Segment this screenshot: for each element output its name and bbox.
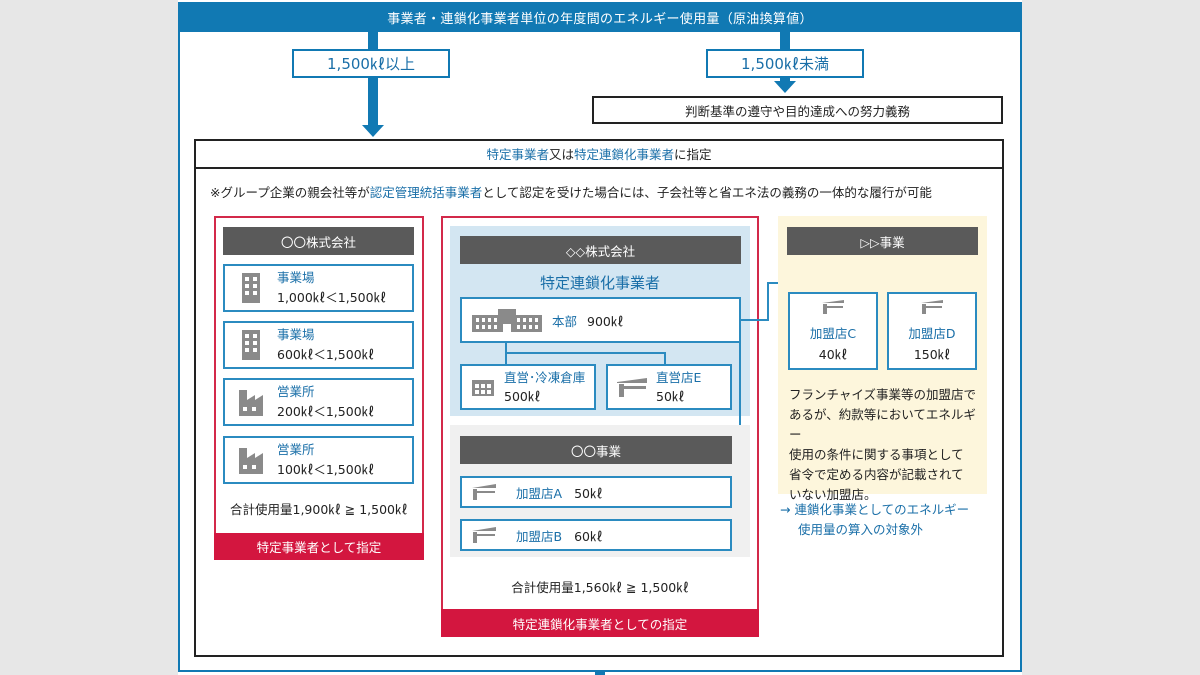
- store-a-label: 加盟店A: [516, 485, 563, 501]
- company2-name: ◇◇株式会社: [460, 236, 741, 264]
- site-value: 1,000㎘＜1,500㎘: [277, 290, 387, 305]
- note-link: 認定管理統括事業者: [369, 185, 483, 200]
- site-value: 200㎘＜1,500㎘: [277, 404, 375, 419]
- flow-arrow-right-head: [774, 81, 796, 93]
- warehouse-icon: [462, 376, 504, 398]
- connector: [741, 319, 769, 321]
- company1-site-1: 事業場 1,000㎘＜1,500㎘: [223, 264, 414, 312]
- flow-arrow-left-shaft: [368, 32, 378, 126]
- group-note: ※グループ企業の親会社等が認定管理統括事業者として認定を受けた場合には、子会社等…: [210, 182, 932, 201]
- business3-name: ▷▷事業: [787, 227, 978, 255]
- designation-part2: 特定連鎖化事業者: [574, 146, 675, 162]
- shop-icon: [462, 483, 506, 501]
- warehouse-value: 500㎘: [504, 389, 541, 404]
- store-a-box: 加盟店A 50㎘: [460, 476, 732, 508]
- warehouse-label: 直営･冷凍倉庫: [504, 370, 586, 385]
- store-c-value: 40㎘: [818, 347, 848, 362]
- store-e-value: 50㎘: [656, 389, 685, 404]
- designation-title: 特定事業者又は特定連鎖化事業者に指定: [194, 139, 1004, 169]
- company1-site-2: 事業場 600㎘＜1,500㎘: [223, 321, 414, 369]
- hq-building-icon: [462, 307, 552, 333]
- footnote-line: 使用量の算入の対象外: [798, 522, 924, 537]
- store-d-label: 加盟店D: [908, 326, 956, 341]
- company2-subtitle: 特定連鎖化事業者: [539, 274, 660, 292]
- company2-total: 合計使用量1,560㎘ ≧ 1,500㎘: [511, 580, 689, 595]
- building-icon: [225, 328, 277, 362]
- header-bar: 事業者・連鎖化事業者単位の年度間のエネルギー使用量（原油換算値）: [178, 2, 1022, 32]
- store-c-label: 加盟店C: [809, 326, 857, 341]
- company1-site-3: 営業所 200㎘＜1,500㎘: [223, 378, 414, 426]
- footnote-line: → 連鎖化事業としてのエネルギー: [780, 502, 970, 517]
- flow-arrow-left-head: [362, 125, 384, 137]
- factory-icon: [225, 386, 277, 418]
- hq-label: 本部: [552, 313, 578, 329]
- shop-icon: [919, 299, 945, 319]
- store-d-value: 150㎘: [913, 347, 951, 362]
- shop-icon: [608, 376, 656, 398]
- store-d-box: 加盟店D 150㎘: [887, 292, 977, 370]
- store-e-label: 直営店E: [656, 370, 702, 385]
- designation-mid: 又は: [548, 146, 574, 162]
- company1-result: 特定事業者として指定: [214, 533, 424, 560]
- designation-end: に指定: [674, 146, 712, 162]
- site-value: 100㎘＜1,500㎘: [277, 462, 375, 477]
- shop-icon: [462, 526, 506, 544]
- site-value: 600㎘＜1,500㎘: [277, 347, 375, 362]
- description-line: 使用の条件に関する事項として: [789, 447, 964, 462]
- hq-box: 本部 900㎘: [460, 297, 741, 343]
- hq-value: 900㎘: [587, 313, 624, 329]
- note-post: として認定を受けた場合には、子会社等と省エネ法の義務の一体的な履行が可能: [482, 185, 932, 200]
- low-result-box: 判断基準の遵守や目的達成への努力義務: [592, 96, 1003, 124]
- site-type: 営業所: [277, 384, 315, 399]
- store-c-box: 加盟店C 40㎘: [788, 292, 878, 370]
- store-a-value: 50㎘: [574, 485, 603, 501]
- building-icon: [225, 271, 277, 305]
- sub-business-name: 〇〇事業: [460, 436, 732, 464]
- business3-description: フランチャイズ事業等の加盟店で あるが、約款等においてエネルギー 使用の条件に関…: [789, 385, 985, 505]
- threshold-low-box: 1,500㎘未満: [706, 49, 864, 78]
- warehouse-box: 直営･冷凍倉庫 500㎘: [460, 364, 596, 410]
- company1-name: 〇〇株式会社: [223, 227, 414, 255]
- store-e-box: 直営店E 50㎘: [606, 364, 732, 410]
- site-type: 事業場: [277, 270, 315, 285]
- shop-icon: [820, 299, 846, 319]
- connector: [664, 352, 666, 364]
- company1-site-4: 営業所 100㎘＜1,500㎘: [223, 436, 414, 484]
- store-b-label: 加盟店B: [516, 528, 563, 544]
- connector: [767, 282, 769, 321]
- description-line: 省令で定める内容が記載されて: [789, 467, 964, 482]
- connector: [505, 352, 665, 354]
- designation-part1: 特定事業者: [486, 146, 549, 162]
- site-type: 営業所: [277, 442, 315, 457]
- site-type: 事業場: [277, 327, 315, 342]
- company1-total: 合計使用量1,900㎘ ≧ 1,500㎘: [230, 502, 408, 517]
- description-line: いない加盟店。: [789, 487, 877, 502]
- threshold-high-box: 1,500㎘以上: [292, 49, 450, 78]
- company2-result: 特定連鎖化事業者としての指定: [441, 609, 759, 637]
- factory-icon: [225, 444, 277, 476]
- store-b-value: 60㎘: [574, 528, 603, 544]
- description-line: フランチャイズ事業等の加盟店で: [789, 387, 977, 402]
- business3-footnote: → 連鎖化事業としてのエネルギー 使用量の算入の対象外: [780, 500, 995, 540]
- store-b-box: 加盟店B 60㎘: [460, 519, 732, 551]
- bottom-arrow-stub: [595, 670, 605, 675]
- description-line: あるが、約款等においてエネルギー: [789, 407, 976, 442]
- note-pre: ※グループ企業の親会社等が: [210, 185, 370, 200]
